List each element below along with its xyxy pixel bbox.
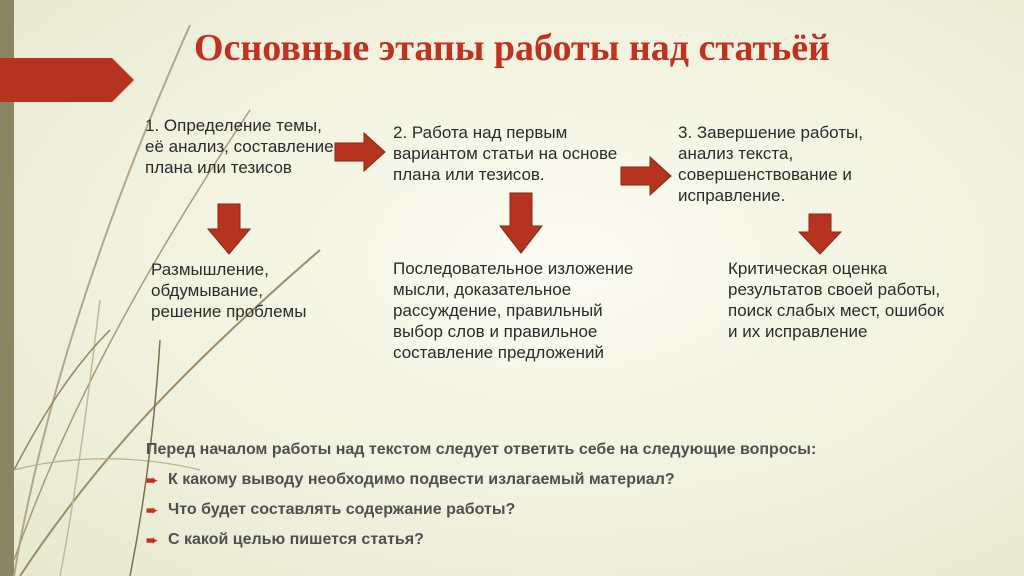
down-arrow-icon <box>207 203 251 255</box>
down-arrow-icon <box>499 192 543 254</box>
question-text: Что будет составлять содержание работы? <box>168 501 516 518</box>
stage-1-detail: Размышление, обдумывание, решение пробле… <box>151 260 307 321</box>
left-sidebar-bar <box>0 0 14 576</box>
question-text: С какой целью пишется статья? <box>168 531 424 548</box>
arrow-bullet-icon: ➨ <box>146 532 158 548</box>
slide-title: Основные этапы работы над статьёй <box>193 27 831 69</box>
stage-1-heading: 1. Определение темы, её анализ, составле… <box>145 116 334 177</box>
question-item: ➨ Что будет составлять содержание работы… <box>146 499 1006 521</box>
stage-3-heading: 3. Завершение работы, анализ текста, сов… <box>678 123 863 205</box>
question-text: К какому выводу необходимо подвести изла… <box>168 471 675 488</box>
question-item: ➨ С какой целью пишется статья? <box>146 529 1006 551</box>
questions-intro: Перед началом работы над текстом следует… <box>146 441 817 458</box>
arrow-bullet-icon: ➨ <box>146 472 158 488</box>
down-arrow-icon <box>798 213 842 255</box>
questions-block: Перед началом работы над текстом следует… <box>146 439 1006 551</box>
stage-2-detail: Последовательное изложение мысли, доказа… <box>393 259 634 362</box>
right-arrow-icon <box>334 132 386 172</box>
question-item: ➨ К какому выводу необходимо подвести из… <box>146 469 1006 491</box>
stage-2-heading: 2. Работа над первым вариантом статьи на… <box>393 123 618 184</box>
arrow-bullet-icon: ➨ <box>146 502 158 518</box>
stage-3-detail: Критическая оценка результатов своей раб… <box>728 259 945 341</box>
right-arrow-icon <box>620 156 672 196</box>
